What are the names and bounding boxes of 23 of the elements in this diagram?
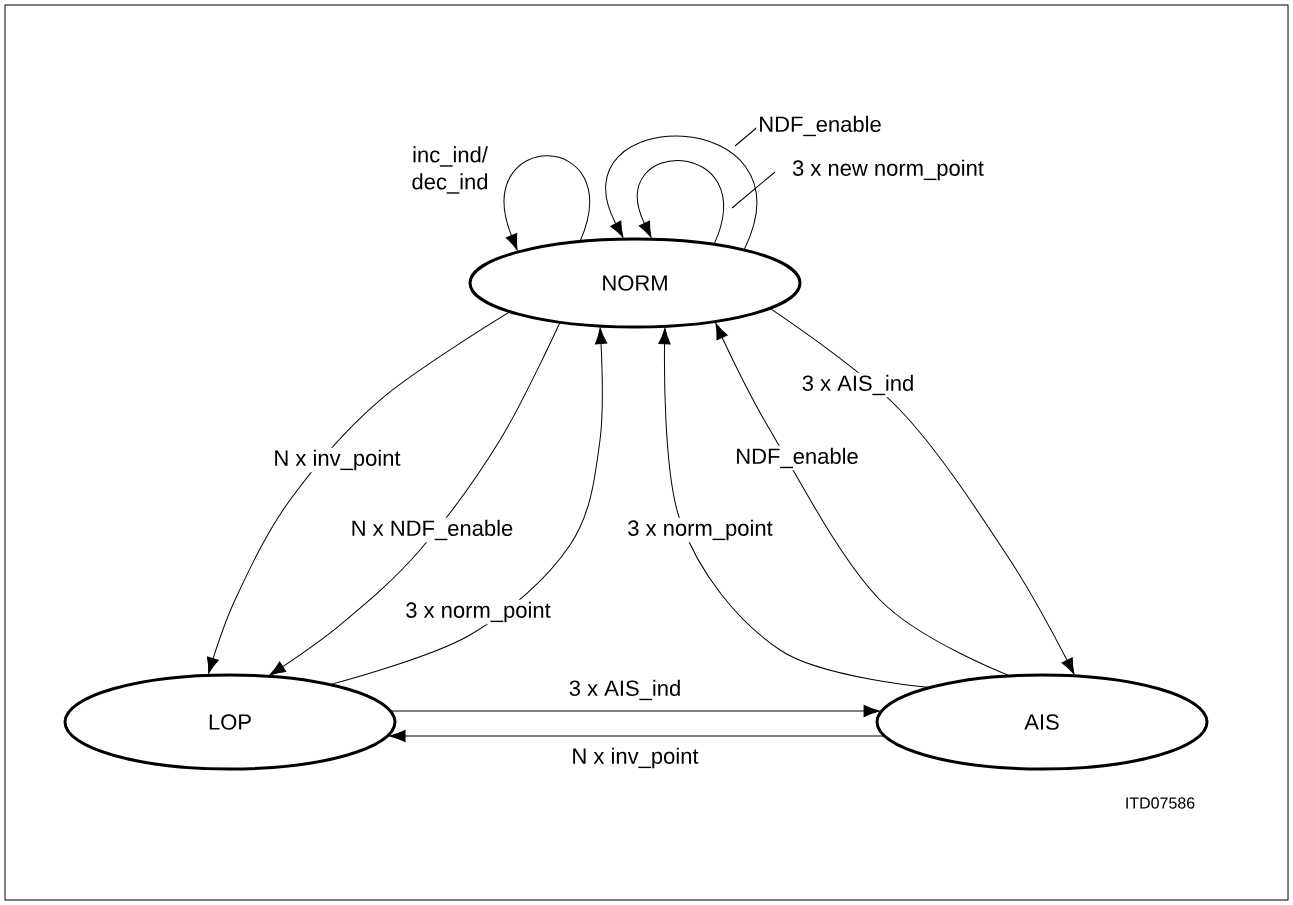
edge-label: N x NDF_enable	[348, 517, 516, 543]
edge-label: inc_ind/ dec_ind	[403, 144, 497, 196]
arrow	[206, 311, 511, 674]
arrow	[637, 160, 724, 245]
arrow	[389, 729, 885, 743]
arrow	[504, 155, 590, 251]
arrow	[329, 327, 608, 686]
arrow	[389, 704, 880, 718]
edge-label: 3 x norm_point	[625, 517, 775, 543]
arrow	[769, 307, 1075, 675]
edge-label: 3 x norm_point	[403, 599, 553, 625]
drawing-number: ITD07586	[1126, 797, 1195, 809]
arrow	[269, 321, 561, 676]
edge-label: N x inv_point	[271, 447, 403, 473]
arrow	[658, 327, 931, 688]
edge-label: 3 x new norm_point	[790, 157, 986, 183]
edge-label: 3 x AIS_ind	[566, 677, 684, 703]
edge-label: NDF_enable	[733, 445, 861, 471]
edge-label: NDF_enable	[756, 113, 884, 139]
edge-label: N x inv_point	[569, 745, 701, 771]
edge-label: 3 x AIS_ind	[799, 372, 917, 398]
arrow	[715, 322, 1011, 677]
arrow	[605, 135, 756, 251]
